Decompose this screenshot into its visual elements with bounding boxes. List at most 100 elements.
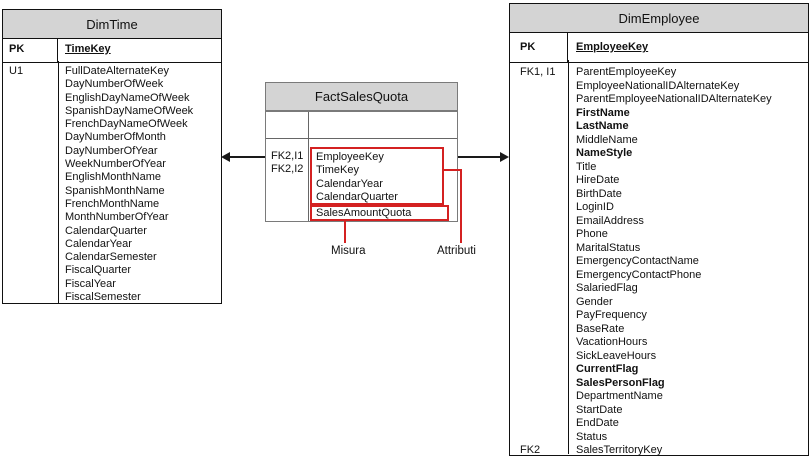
table-row: EmergencyContactPhone	[510, 269, 808, 283]
row-key-tag	[510, 215, 568, 229]
table-row: FiscalQuarter	[3, 264, 221, 277]
attribute-column-name: EmployeeKey	[316, 151, 384, 163]
row-column-name: WeekNumberOfYear	[65, 158, 166, 171]
row-key-tag	[3, 251, 58, 264]
row-column-name: NameStyle	[576, 147, 633, 159]
measure-highlight-box: SalesAmountQuota	[310, 205, 449, 221]
column-divider-line	[308, 112, 309, 221]
row-key-tag	[3, 158, 58, 171]
primary-key-row: PK TimeKey	[3, 39, 221, 63]
table-row: VacationHours	[510, 336, 808, 350]
primary-key-row: PK EmployeeKey	[510, 33, 808, 63]
row-column-name: PayFrequency	[576, 309, 647, 321]
row-column-name: SpanishDayNameOfWeek	[65, 104, 194, 117]
table-row: Gender	[510, 296, 808, 310]
row-column-name: Title	[576, 160, 597, 173]
row-column-name: FrenchMonthName	[65, 197, 160, 210]
measure-column-name: SalesAmountQuota	[316, 207, 412, 219]
table-row: DayNumberOfWeek	[3, 78, 221, 91]
row-key-tag	[510, 350, 568, 364]
row-key-tag	[510, 431, 568, 445]
table-row: WeekNumberOfYear	[3, 158, 221, 171]
arrowhead-left-icon	[221, 152, 230, 162]
row-column-name: DayNumberOfWeek	[65, 78, 164, 91]
row-key-tag	[3, 118, 58, 131]
row-key-tag	[3, 211, 58, 224]
foreign-key-tag: FK2,I1	[271, 150, 304, 162]
table-row: FrenchMonthName	[3, 198, 221, 211]
table-row: MiddleName	[510, 134, 808, 148]
row-key-tag	[510, 417, 568, 431]
row-column-name: Gender	[576, 295, 613, 308]
row-column-name: EnglishMonthName	[65, 171, 161, 184]
table-title: DimEmployee	[510, 4, 808, 33]
row-column-name: BirthDate	[576, 187, 622, 200]
row-key-tag	[510, 363, 568, 377]
row-column-name: CalendarSemester	[65, 251, 157, 264]
column-divider-line	[58, 61, 59, 303]
arrowhead-right-icon	[500, 152, 509, 162]
row-key-tag	[3, 264, 58, 277]
table-row: DepartmentName	[510, 390, 808, 404]
row-column-name: FirstName	[576, 106, 630, 119]
table-row: SickLeaveHours	[510, 350, 808, 364]
table-row: ParentEmployeeNationalIDAlternateKey	[510, 93, 808, 107]
row-key-tag	[3, 78, 58, 91]
row-key-tag	[510, 242, 568, 256]
row-key-tag	[510, 282, 568, 296]
table-row: NameStyle	[510, 147, 808, 161]
row-key-tag	[510, 201, 568, 215]
pk-tag: PK	[3, 39, 58, 62]
table-row: Status	[510, 431, 808, 445]
row-column-name: StartDate	[576, 403, 623, 416]
row-key-tag	[510, 296, 568, 310]
table-title: FactSalesQuota	[266, 83, 457, 112]
row-column-name: FullDateAlternateKey	[65, 65, 169, 77]
table-row: CalendarSemester	[3, 251, 221, 264]
table-title: DimTime	[3, 10, 221, 39]
row-key-tag	[3, 145, 58, 158]
row-key-tag	[510, 80, 568, 94]
row-key-tag	[3, 185, 58, 198]
row-key-tag	[510, 323, 568, 337]
table-row: SpanishDayNameOfWeek	[3, 105, 221, 118]
row-column-name: DayNumberOfYear	[65, 144, 158, 157]
row-column-name: EmployeeNationalIDAlternateKey	[576, 79, 740, 92]
table-row: DayNumberOfYear	[3, 145, 221, 158]
row-column-name: Status	[576, 430, 608, 443]
table-row: EmailAddress	[510, 215, 808, 229]
row-key-tag: FK1, I1	[520, 66, 556, 78]
row-key-tag	[510, 404, 568, 418]
table-row: FrenchDayNameOfWeek	[3, 118, 221, 131]
row-column-name: EnglishDayNameOfWeek	[65, 91, 190, 104]
row-key-tag	[510, 161, 568, 175]
table-row: FiscalYear	[3, 278, 221, 291]
row-column-name: HireDate	[576, 174, 620, 186]
row-key-tag	[510, 390, 568, 404]
row-column-name: FiscalQuarter	[65, 264, 132, 277]
row-key-tag	[510, 174, 568, 188]
row-column-name: DayNumberOfMonth	[65, 131, 166, 144]
row-key-tag	[3, 238, 58, 251]
row-key-tag	[510, 120, 568, 134]
row-key-tag	[3, 291, 58, 304]
row-key-tag	[510, 107, 568, 121]
table-row: MonthNumberOfYear	[3, 211, 221, 224]
row-key-tag	[3, 171, 58, 184]
row-column-name: LoginID	[576, 201, 614, 213]
pk-column-name: TimeKey	[65, 43, 111, 55]
table-row: StartDate	[510, 404, 808, 418]
row-column-name: EmergencyContactPhone	[576, 268, 702, 281]
row-column-name: CalendarYear	[65, 237, 132, 250]
row-key-tag	[3, 105, 58, 118]
table-row: EndDate	[510, 417, 808, 431]
table-row: EmployeeNationalIDAlternateKey	[510, 80, 808, 94]
attribute-column-name: CalendarQuarter	[316, 190, 398, 203]
row-column-name: CurrentFlag	[576, 363, 639, 375]
table-row: SpanishMonthName	[3, 185, 221, 198]
table-row: EnglishDayNameOfWeek	[3, 92, 221, 105]
